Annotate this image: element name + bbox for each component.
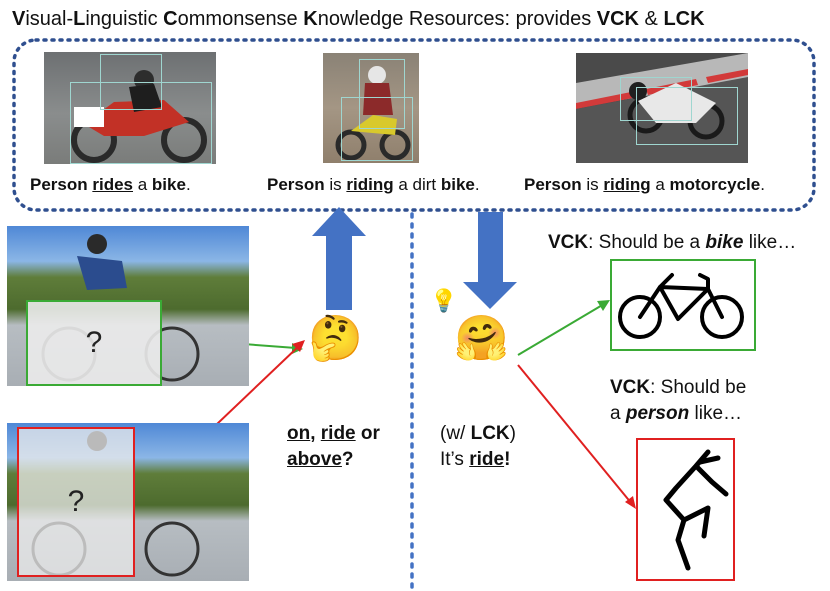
person-sketch xyxy=(636,438,735,581)
hugging-face-icon: 🤗 xyxy=(454,314,509,363)
photo-query-green: ? xyxy=(7,226,249,386)
bike-bbox xyxy=(70,82,212,164)
knowledge-resource-box xyxy=(12,38,816,212)
red-arrow-person xyxy=(517,364,633,505)
caption-2: Person is riding a dirt bike. xyxy=(267,175,480,194)
thinking-face-icon: 🤔 xyxy=(308,314,363,363)
relation-answer: (w/ LCK) It’s ride! xyxy=(440,423,516,470)
figure-title: Visual-Linguistic Commonsense Knowledge … xyxy=(12,8,705,30)
person-bbox xyxy=(620,77,692,121)
photo-motorcycle xyxy=(576,53,748,163)
photo-query-red: ? xyxy=(7,423,249,581)
photo-rides-bike xyxy=(44,52,216,164)
query-box-red: ? xyxy=(17,427,135,577)
bike-bbox xyxy=(341,97,413,161)
caption-3: Person is riding a motorcycle. xyxy=(524,175,765,194)
up-arrow xyxy=(312,207,366,310)
bike-bbox xyxy=(636,87,738,145)
down-arrow xyxy=(463,212,517,309)
person-sketch-icon xyxy=(663,449,729,571)
vck-person-text: VCK: Should be a person like… xyxy=(610,377,747,424)
query-box-green: ? xyxy=(26,300,162,386)
relation-question: on, ride or above? xyxy=(287,423,380,470)
person-bbox xyxy=(359,59,405,129)
bike-sketch-icon xyxy=(618,273,744,339)
light-bulb-icon: 💡 xyxy=(430,288,458,313)
bike-sketch xyxy=(610,259,756,351)
dirt-bike-graphic xyxy=(335,66,411,161)
caption-1: Person rides a bike. xyxy=(30,175,191,194)
photo-dirt-bike xyxy=(323,53,419,163)
vck-bike-text: VCK: Should be a bike like… xyxy=(548,232,797,253)
green-arrow-bike xyxy=(517,303,605,356)
